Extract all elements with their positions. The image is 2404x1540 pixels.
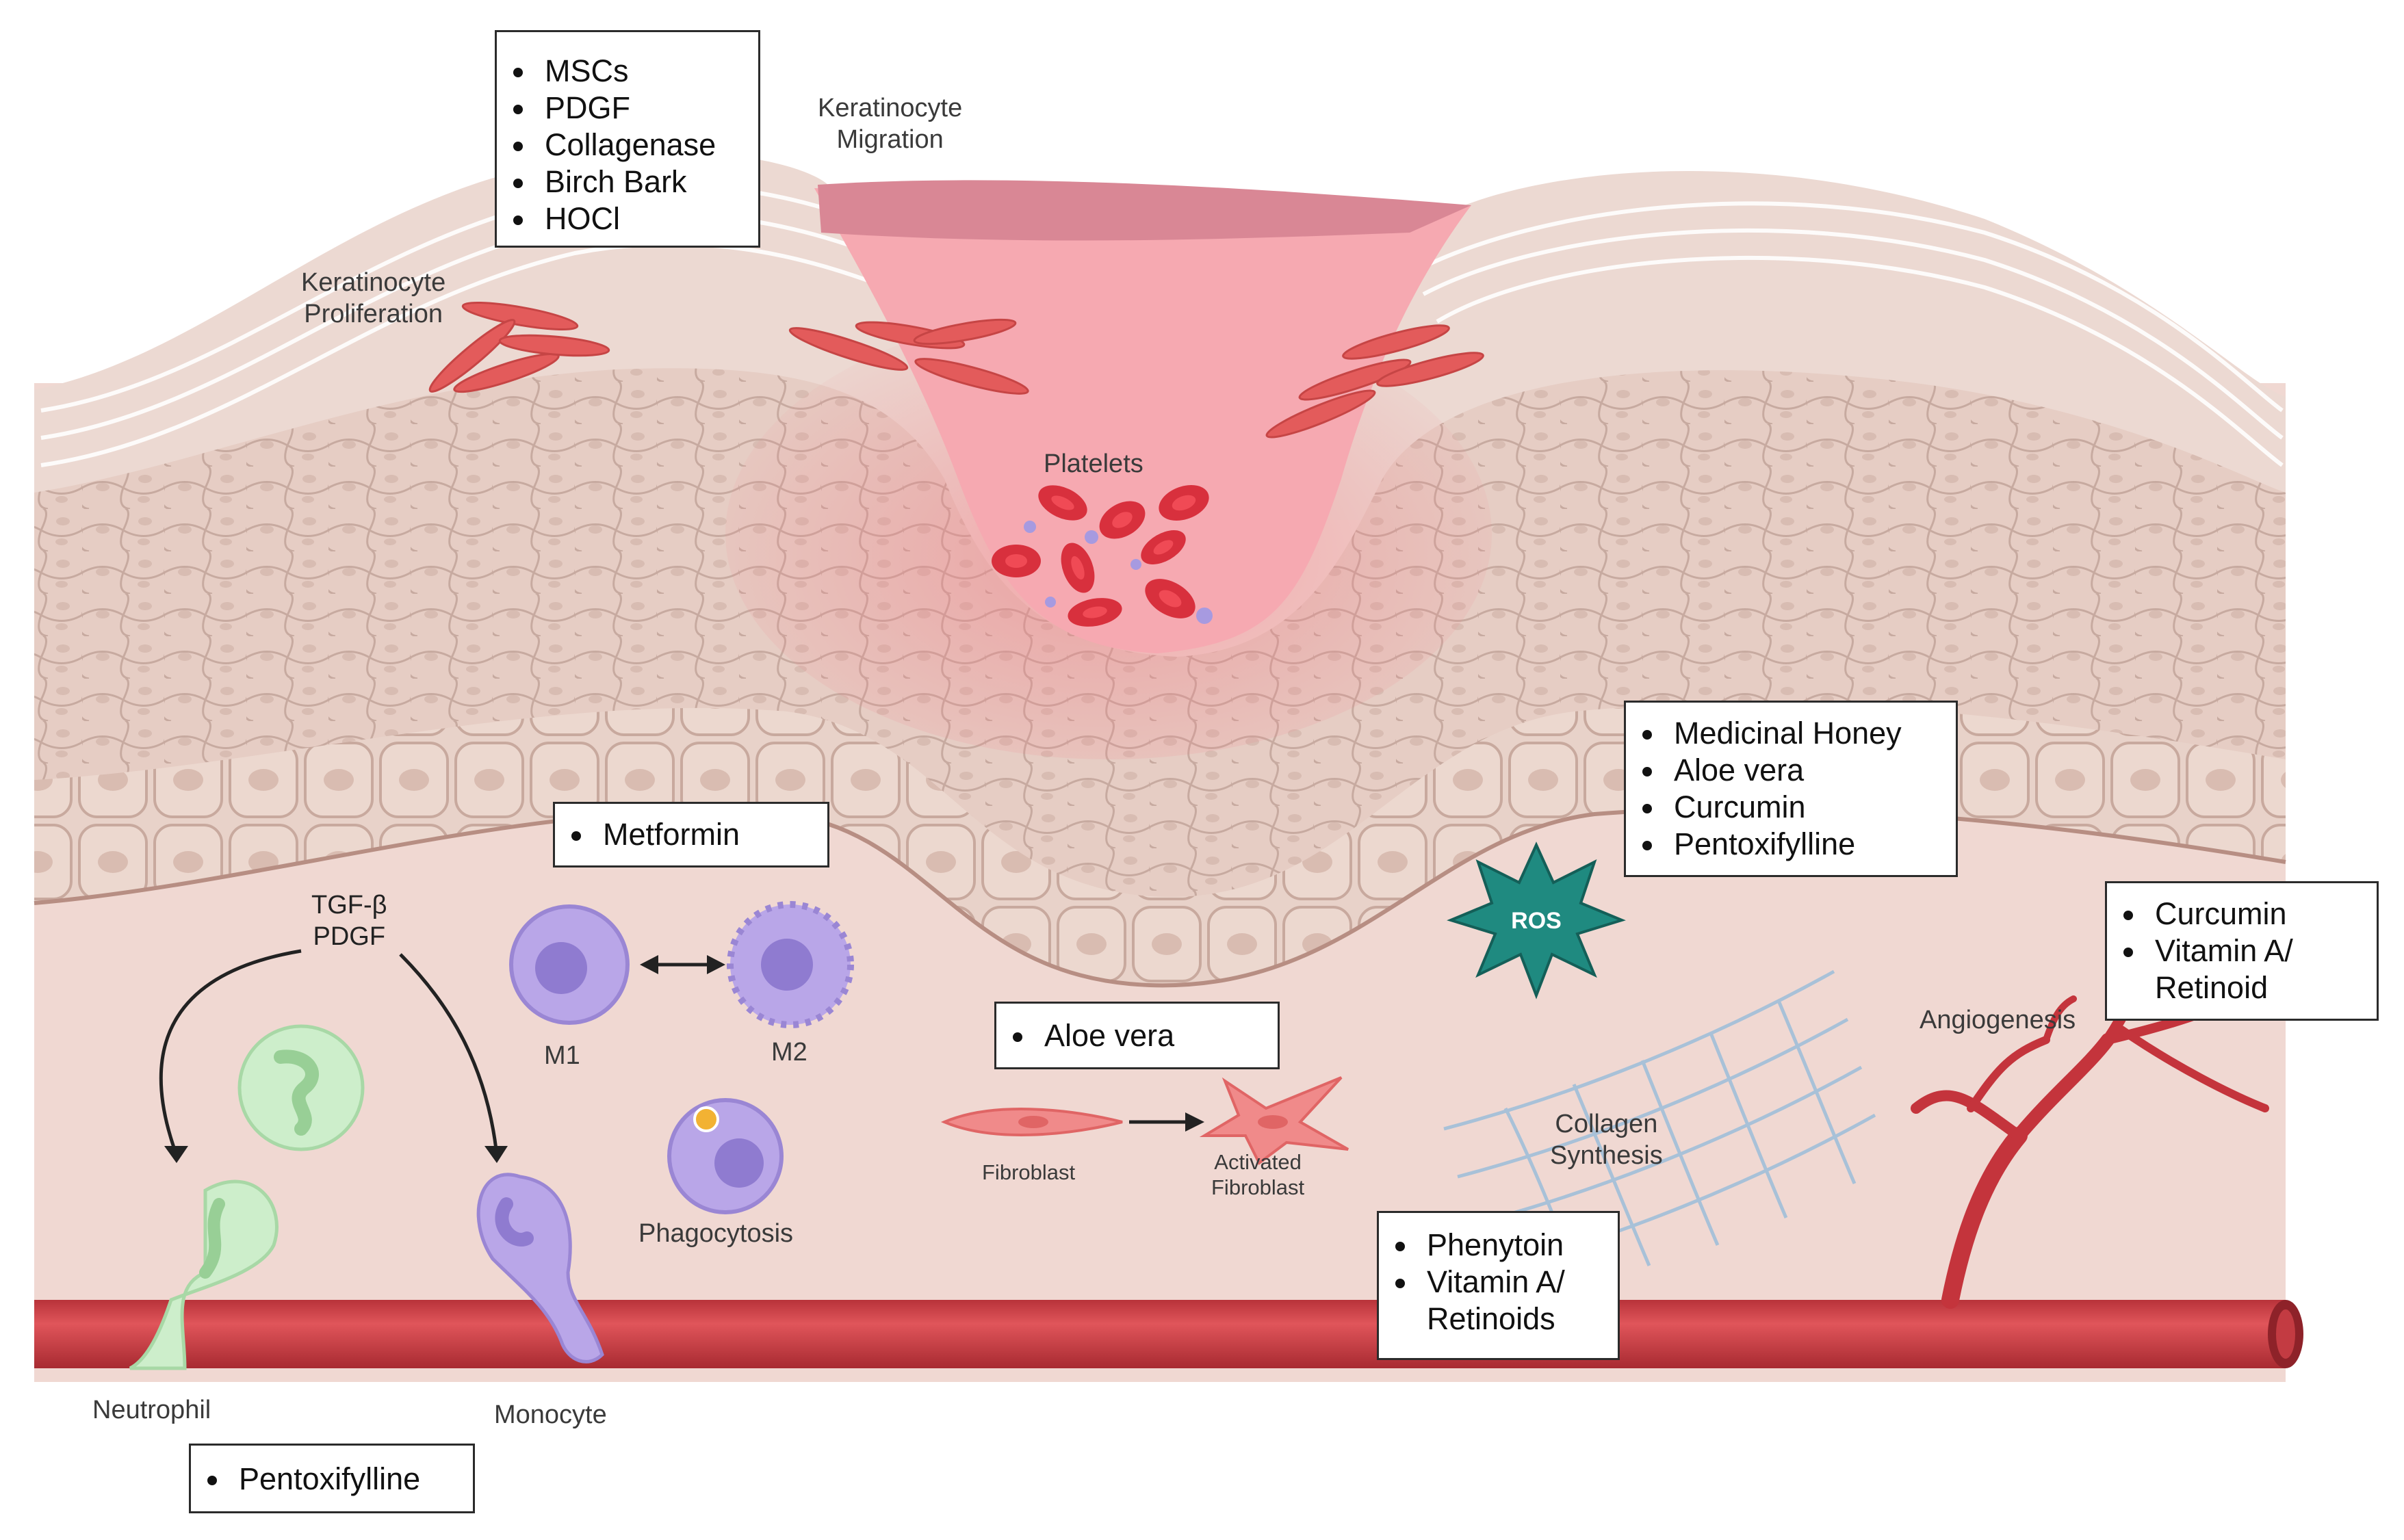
monocyte-label: Monocyte	[494, 1400, 607, 1429]
treatment-box-aloe: Aloe vera	[994, 1002, 1280, 1069]
wound-bed	[814, 188, 1471, 653]
treatment-box-curcumin: Curcumin Vitamin A/ Retinoid	[2105, 881, 2379, 1021]
treatment-item: Curcumin	[1666, 789, 1956, 826]
angiogenesis-label: Angiogenesis	[1920, 1006, 2076, 1034]
tgf-pdgf-text: TGF-β PDGF	[311, 891, 387, 951]
tgf-pdgf-label: TGF-β PDGF	[311, 889, 387, 952]
macrophage-icon	[509, 901, 854, 1214]
treatment-item: PDGF	[537, 90, 758, 127]
platelet-icon	[1024, 521, 1213, 624]
fibroblast-label: Fibroblast	[982, 1160, 1076, 1184]
wound-scab	[818, 180, 1471, 241]
treatment-item: Aloe vera	[1666, 752, 1956, 789]
keratinocyte-icon	[428, 301, 1484, 439]
neutrophil-label: Neutrophil	[92, 1396, 211, 1424]
arrowheads	[164, 955, 1204, 1163]
treatment-item: Medicinal Honey	[1666, 715, 1956, 752]
treatment-item: Aloe vera	[1036, 1017, 1278, 1054]
treatment-item: Metformin	[595, 816, 827, 853]
blood-vessel-icon	[34, 1300, 2303, 1368]
keratinocyte-migration-label: Keratinocyte Migration	[818, 92, 962, 155]
activated-fibroblast-label: Activated Fibroblast	[1211, 1149, 1304, 1200]
phagocytosis-label: Phagocytosis	[638, 1219, 794, 1248]
treatment-item: Birch Bark	[537, 164, 758, 200]
activated-fibroblast-text: Activated Fibroblast	[1211, 1150, 1305, 1199]
treatment-box-metformin: Metformin	[553, 802, 829, 867]
fibroblast-icon	[940, 1076, 1349, 1166]
keratinocyte-proliferation-label: Keratinocyte Proliferation	[301, 267, 445, 330]
neutrophil-icon	[129, 1024, 365, 1370]
treatment-item: Vitamin A/ Retinoids	[1419, 1264, 1591, 1337]
red-blood-cell-icon	[992, 484, 1209, 627]
treatment-box-top: MSCs PDGF Collagenase Birch Bark HOCl	[495, 30, 760, 248]
keratinocyte-migration-text: Keratinocyte Migration	[818, 94, 963, 154]
treatment-item: Curcumin	[2147, 896, 2377, 932]
treatment-box-pentoxifylline: Pentoxifylline	[189, 1444, 475, 1513]
treatment-item: Vitamin A/ Retinoid	[2147, 932, 2312, 1006]
treatment-item: HOCl	[537, 200, 758, 237]
treatment-item: Collagenase	[537, 127, 758, 164]
treatment-box-phenytoin: Phenytoin Vitamin A/ Retinoids	[1377, 1211, 1620, 1360]
treatment-item: Phenytoin	[1419, 1227, 1618, 1264]
treatment-box-honey: Medicinal Honey Aloe vera Curcumin Pento…	[1624, 701, 1958, 877]
monocyte-icon	[476, 1173, 604, 1363]
collagen-synthesis-label: Collagen Synthesis	[1550, 1108, 1663, 1171]
collagen-synthesis-text: Collagen Synthesis	[1550, 1110, 1663, 1170]
platelets-label: Platelets	[1044, 449, 1143, 478]
ros-icon: ROS	[1447, 841, 1626, 1000]
m2-label: M2	[771, 1038, 807, 1067]
treatment-item: Pentoxifylline	[231, 1461, 473, 1498]
m1-label: M1	[544, 1041, 580, 1070]
treatment-item: Pentoxifylline	[1666, 826, 1956, 863]
treatment-item: MSCs	[537, 53, 758, 90]
keratinocyte-proliferation-text: Keratinocyte Proliferation	[301, 268, 446, 328]
ros-label: ROS	[1511, 908, 1562, 934]
